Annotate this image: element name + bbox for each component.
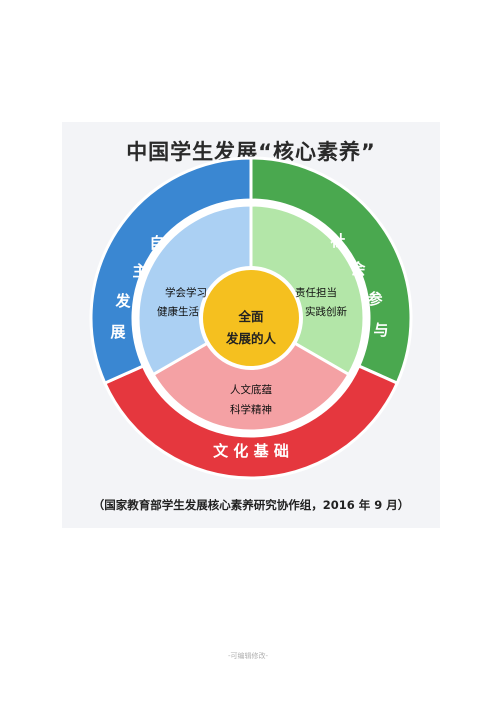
outer-left-char: 自 (149, 234, 164, 252)
outer-left-char: 展 (110, 323, 125, 341)
outer-right-char: 会 (350, 260, 365, 278)
inner-right-line: 责任担当 (295, 286, 337, 299)
outer-bottom-label: 文 化 基 础 (213, 442, 289, 460)
outer-right-char: 社 (329, 232, 345, 250)
outer-right-char: 与 (373, 321, 388, 339)
footer-watermark: -可编辑修改- (227, 652, 269, 660)
center-circle (203, 270, 299, 366)
inner-bottom-line: 科学精神 (230, 403, 272, 416)
outer-left-char: 主 (132, 262, 147, 280)
source-caption: （国家教育部学生发展核心素养研究协作组，2016 年 9 月） (92, 498, 410, 512)
outer-right-char: 参 (367, 290, 383, 308)
inner-left-line: 学会学习 (165, 286, 207, 299)
center-line: 全面 (237, 309, 264, 324)
outer-ring (89, 156, 413, 480)
center-line: 发展的人 (225, 331, 277, 346)
inner-left-line: 健康生活 (157, 305, 199, 318)
outer-left-char: 发 (114, 292, 131, 310)
inner-sector-culture (151, 316, 351, 433)
inner-bottom-line: 人文底蕴 (230, 383, 272, 396)
inner-right-line: 实践创新 (305, 305, 347, 318)
